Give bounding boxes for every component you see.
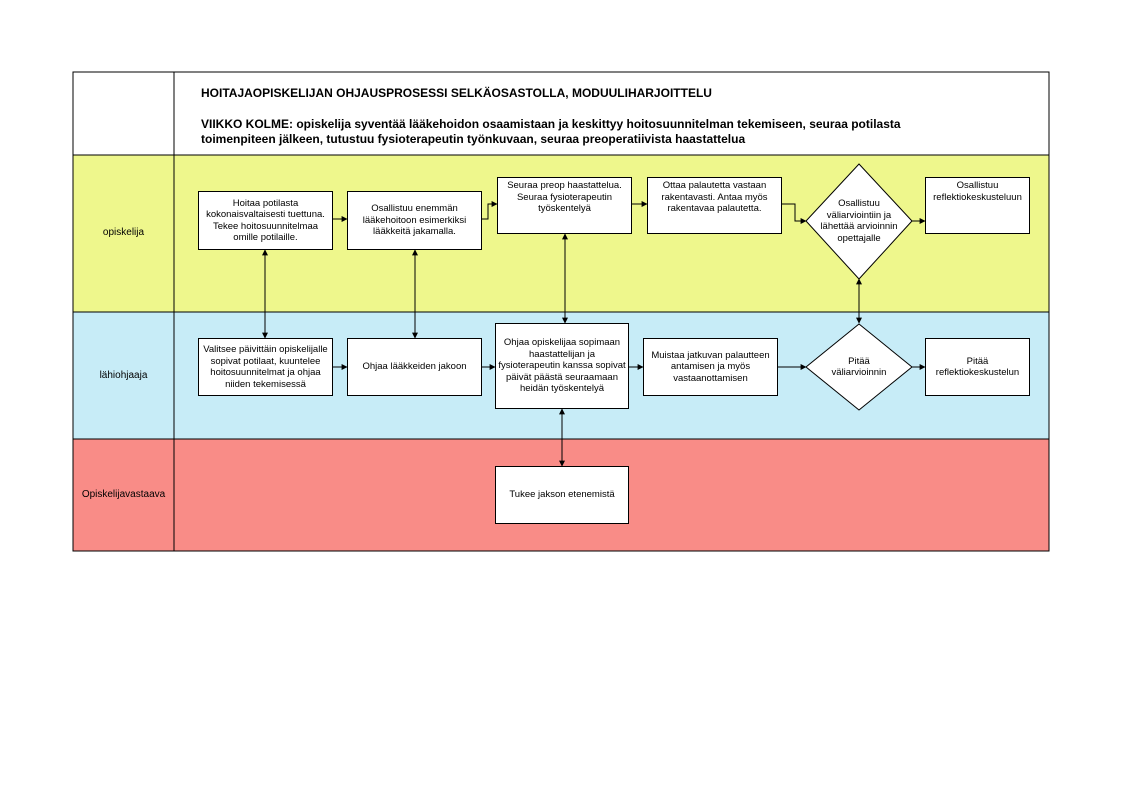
student-step-3: Seuraa preop haastattelua. Seuraa fysiot… [497,177,632,234]
supervisor-step-1: Valitsee päivittäin opiskelijalle sopiva… [198,338,333,396]
coordinator-step-1: Tukee jakson etenemistä [495,466,629,524]
student-step-2: Osallistuu enemmän lääkehoitoon esimerki… [347,191,482,250]
supervisor-step-2: Ohjaa lääkkeiden jakoon [347,338,482,396]
supervisor-step-3: Ohjaa opiskelijaa sopimaan haastattelija… [495,323,629,409]
supervisor-decision-diamond [805,323,913,411]
student-step-5: Osallistuu reflektiokeskusteluun [925,177,1030,234]
student-step-4: Ottaa palautetta vastaan rakentavasti. A… [647,177,782,234]
diagram-title: HOITAJAOPISKELIJAN OHJAUSPROSESSI SELKÄO… [201,86,712,100]
supervisor-step-5: Pitää reflektiokeskustelun [925,338,1030,396]
diagram-subtitle: VIIKKO KOLME: opiskelija syventää lääkeh… [201,117,901,146]
student-decision-diamond [805,163,913,280]
lane-label-coordinator: Opiskelijavastaava [81,489,166,500]
supervisor-decision-text: Pitää väliarvioinnin [831,355,887,379]
student-decision-text: Osallistuu väliarviointiin ja lähettää a… [820,198,898,244]
supervisor-step-4: Muistaa jatkuvan palautteen antamisen ja… [643,338,778,396]
arrow-student-4-diamond [782,203,807,224]
lane-label-supervisor: lähiohjaaja [99,370,148,381]
arrow-student-2-3 [482,201,498,220]
student-step-1: Hoitaa potilasta kokonaisvaltaisesti tue… [198,191,333,250]
lane-label-student: opiskelija [102,227,145,238]
